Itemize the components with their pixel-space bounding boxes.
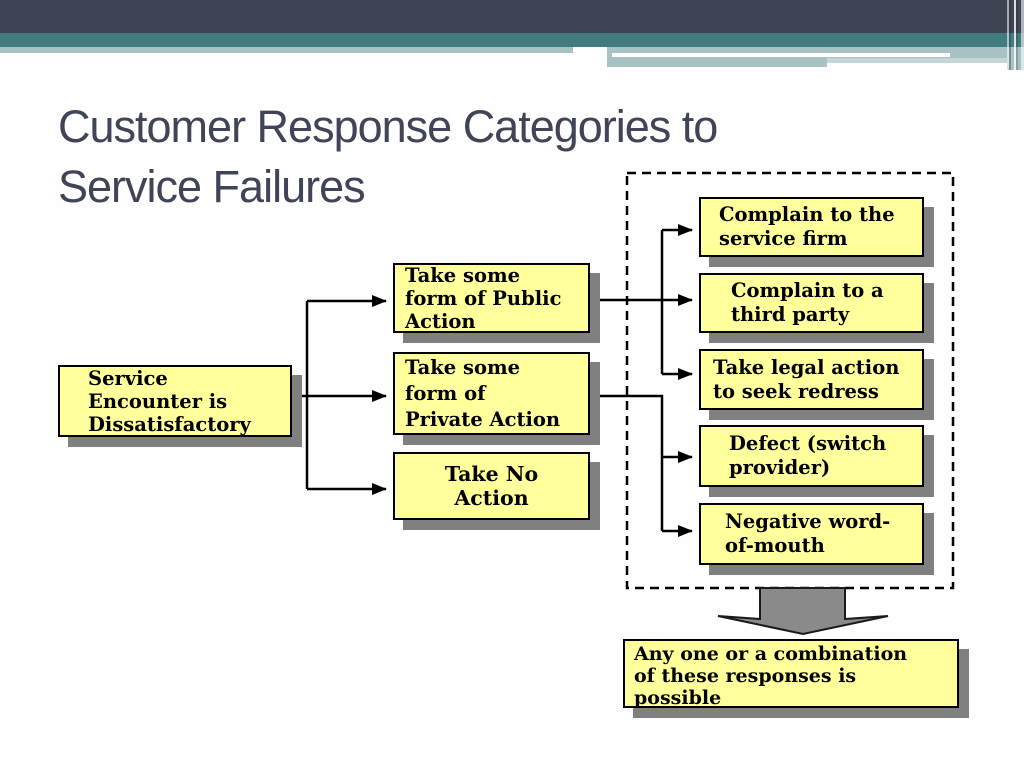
header-light-band xyxy=(607,47,1007,58)
box-public-action: Take some form of Public Action xyxy=(393,263,590,333)
box-complain-third-party: Complain to a third party xyxy=(699,273,924,333)
header-dark-bar xyxy=(0,0,1024,33)
box-complain-service-firm: Complain to the service firm xyxy=(699,197,924,257)
header-light-strip-left xyxy=(0,47,573,53)
box-negative-word-of-mouth: Negative word- of-mouth xyxy=(699,503,924,565)
box-service-encounter: Service Encounter is Dissatisfactory xyxy=(58,365,292,437)
header-white-stripe xyxy=(612,53,950,57)
connector-private-branch xyxy=(592,394,664,531)
header-light-band-lower xyxy=(607,58,827,67)
header-light-band-step xyxy=(827,58,1007,63)
box-no-action: Take No Action xyxy=(393,452,590,520)
box-conclusion: Any one or a combination of these respon… xyxy=(623,639,959,709)
box-legal-action: Take legal action to seek redress xyxy=(699,349,924,410)
down-block-arrow-icon xyxy=(717,587,889,636)
box-defect-switch: Defect (switch provider) xyxy=(699,425,924,487)
header-corner-stripes xyxy=(1005,0,1024,70)
slide-title: Customer Response Categories to Service … xyxy=(58,101,718,212)
header-teal-bar xyxy=(0,33,1024,47)
box-private-action: Take some form of Private Action xyxy=(393,352,590,435)
